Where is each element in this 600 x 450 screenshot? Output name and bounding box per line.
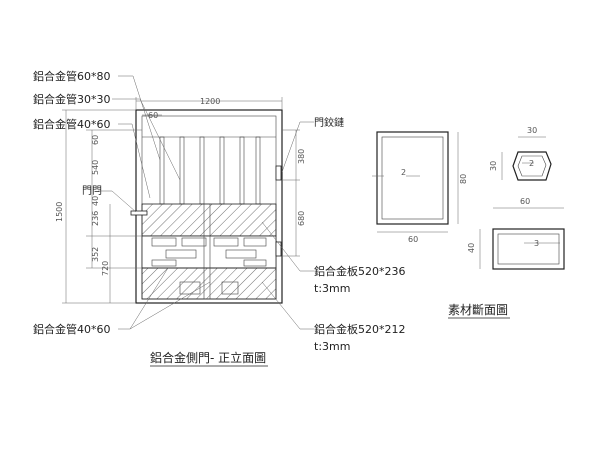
vertical-bars (142, 136, 276, 205)
label-plate-236-thickness: t:3mm (314, 282, 350, 295)
dimension-lines (62, 97, 300, 304)
middle-pattern (151, 237, 267, 267)
s3-height: 40 (467, 243, 476, 253)
dim-left-352: 352 (91, 247, 100, 262)
dim-left-40: 40 (91, 196, 100, 206)
section-60x40 (492, 228, 565, 270)
elevation-title: 鋁合金側門- 正立面圖 (150, 350, 266, 365)
dim-left-540: 540 (91, 160, 100, 175)
s1-thickness: 2 (401, 168, 406, 177)
dim-left-60: 60 (91, 135, 100, 145)
label-pipe-30x30: 鋁合金管30*30 (33, 92, 111, 106)
section-60x80 (376, 131, 449, 225)
hinge-top-icon (275, 165, 282, 181)
label-hinge: 門鉸鏈 (314, 116, 344, 129)
s2-height: 30 (489, 161, 498, 171)
s1-height: 80 (459, 174, 468, 184)
label-plate-236: 鋁合金板520*236 (314, 264, 406, 278)
label-plate-212-thickness: t:3mm (314, 340, 350, 353)
label-pipe-40x60-bottom: 鋁合金管40*60 (33, 322, 111, 336)
dim-right-680: 680 (297, 211, 306, 226)
dim-width-1200: 1200 (200, 97, 220, 106)
middle-pattern-panel (141, 235, 277, 269)
s2-thickness: 2 (529, 159, 534, 168)
dim-left-720: 720 (101, 261, 110, 276)
dim-left-236: 236 (91, 211, 100, 226)
section-title: 素材斷面圖 (448, 303, 508, 317)
s3-thickness: 3 (534, 239, 539, 248)
label-plate-212: 鋁合金板520*212 (314, 322, 406, 336)
label-pipe-40x60-top: 鋁合金管40*60 (33, 117, 111, 131)
latch-icon (130, 210, 148, 216)
s2-width: 30 (527, 126, 537, 135)
plate-panel-236 (141, 203, 277, 237)
s1-width: 60 (408, 235, 418, 244)
dim-right-380: 380 (297, 149, 306, 164)
s3-width: 60 (520, 197, 530, 206)
leader-lines (98, 75, 314, 330)
dim-top-60: 60 (148, 111, 158, 120)
section-drawings: 2 60 80 30 30 2 60 40 3 素材斷面圖 (372, 126, 565, 319)
label-pipe-60x80: 鋁合金管60*80 (33, 69, 111, 83)
section-30x30 (512, 151, 552, 181)
door-outer-frame (135, 109, 283, 304)
center-pipe (203, 203, 211, 300)
plate-panel-212 (141, 267, 277, 300)
hinge-bottom-icon (275, 241, 282, 257)
dim-total-1500: 1500 (55, 202, 64, 222)
label-latch: 門閂 (82, 185, 102, 197)
door-elevation: 1200 60 60 540 236 40 352 720 1500 380 6… (33, 69, 406, 367)
